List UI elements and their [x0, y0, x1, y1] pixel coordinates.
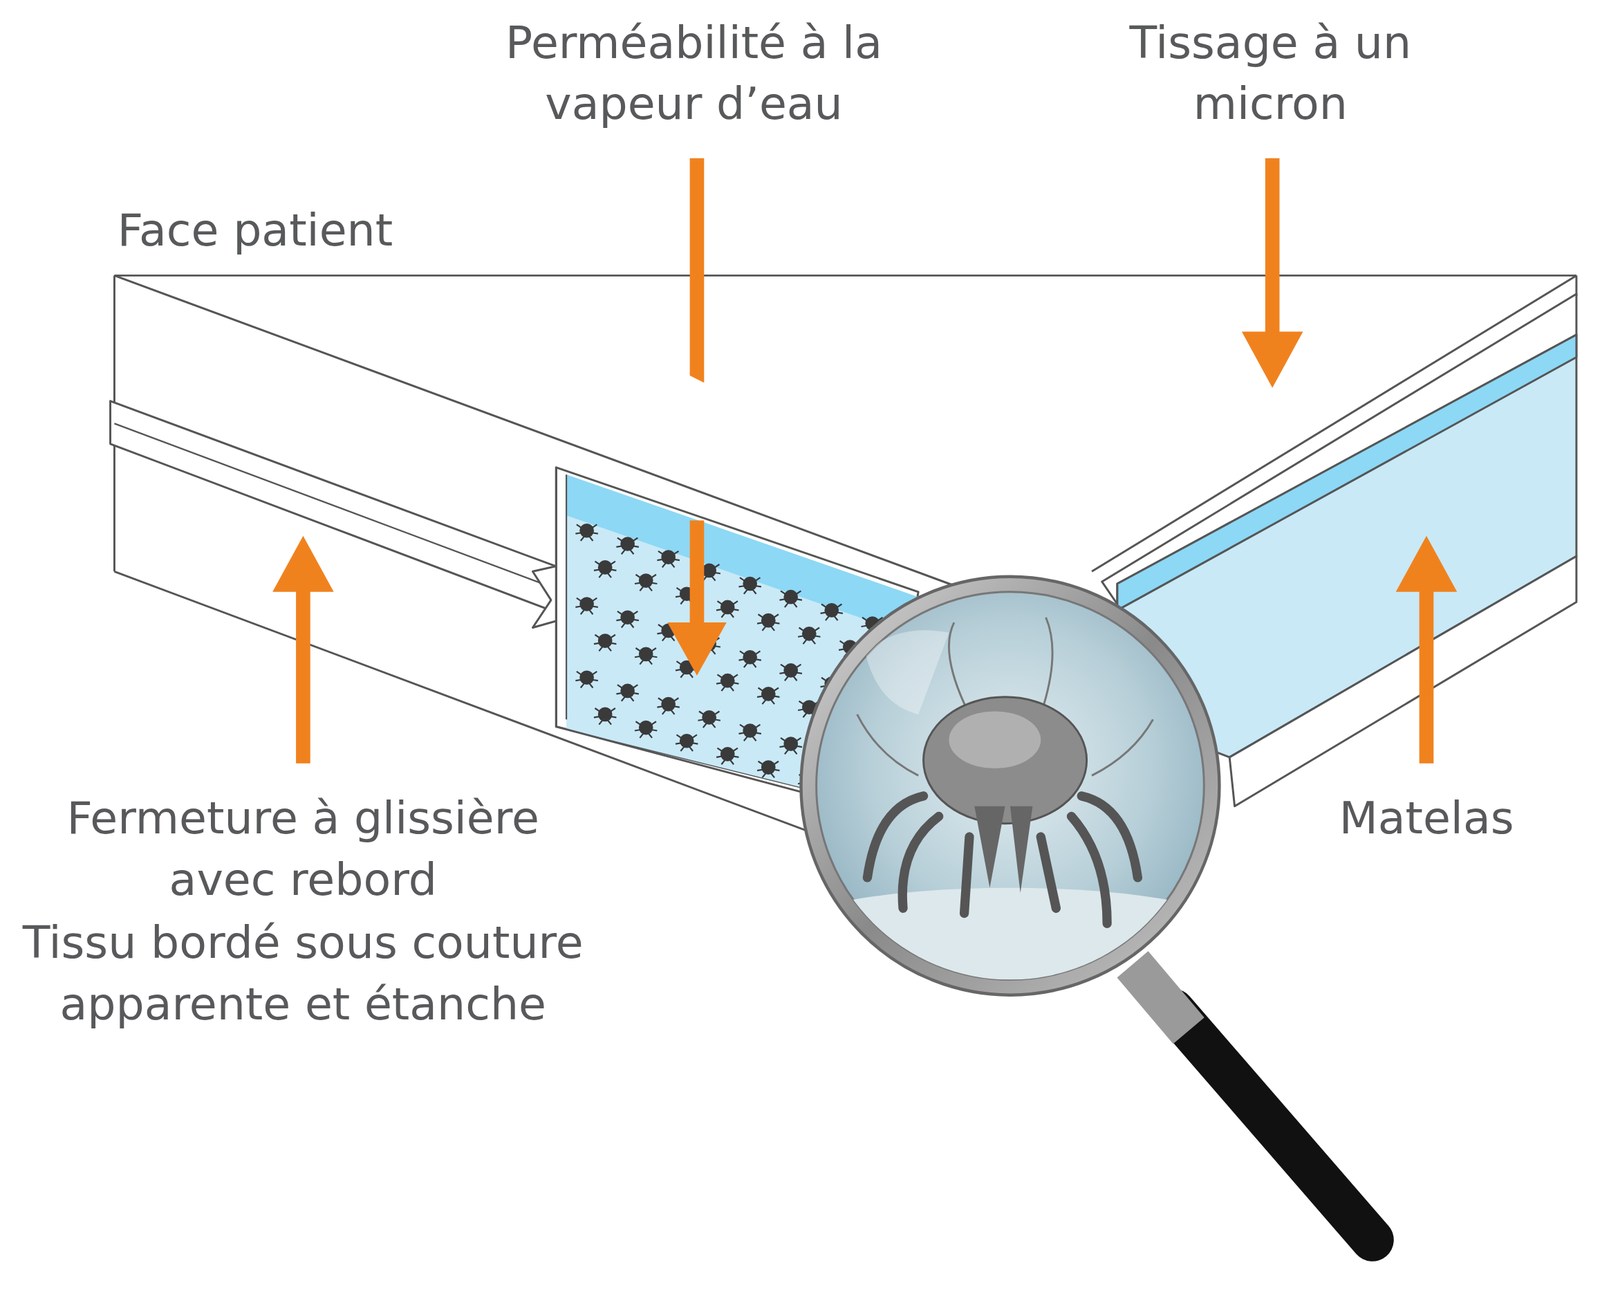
mite-dot [820, 602, 843, 621]
mite-dot [634, 647, 657, 665]
arrow-up [1396, 535, 1458, 764]
dust-mite [775, 617, 1246, 980]
mite-dot [593, 633, 617, 651]
callout-label: Perméabilité à la vapeur d’eau [489, 12, 898, 135]
mite-dot [738, 649, 761, 668]
mite-dot [797, 626, 821, 644]
mite-dot [593, 707, 617, 725]
mite-dot [593, 560, 617, 578]
mite-dot [716, 600, 739, 618]
callout-label: Fermeture à glissière avec rebord [17, 787, 589, 910]
arrow-down [1241, 158, 1304, 388]
mite-dot [779, 663, 802, 681]
mite-dot [738, 576, 761, 594]
callout-label: Face patient [117, 199, 485, 262]
mite-dot [616, 536, 639, 554]
callout-label: Tissu bordé sous couture apparente et ét… [17, 912, 589, 1035]
mite-dot [779, 736, 802, 754]
mite-dot [675, 733, 698, 751]
mite-dot [738, 723, 761, 741]
mite-dot [616, 683, 639, 702]
mite-dot [575, 670, 598, 688]
arrow-down [667, 520, 727, 676]
mite-dot [656, 549, 679, 567]
mite-dot [697, 710, 720, 728]
mite-dot [779, 589, 802, 608]
window-edge [565, 474, 567, 720]
mite-dot [656, 696, 679, 715]
mite-dot [716, 746, 739, 765]
mite-dot [634, 720, 657, 738]
magnifier [775, 576, 1373, 1240]
mite-dot [716, 673, 739, 691]
callout-label: Tissage à un micron [1127, 12, 1414, 135]
mite-dot [757, 613, 780, 631]
arrow-shaft [690, 158, 705, 384]
mite-dot [757, 759, 780, 778]
mite-dot [575, 596, 598, 615]
mite-dot [757, 686, 780, 704]
mite-dot [634, 573, 657, 591]
callout-label: Matelas [1304, 787, 1549, 850]
arrow-up [272, 535, 334, 764]
mite-dot [616, 609, 639, 628]
window-edge [555, 467, 816, 796]
mite-dot [575, 523, 598, 541]
